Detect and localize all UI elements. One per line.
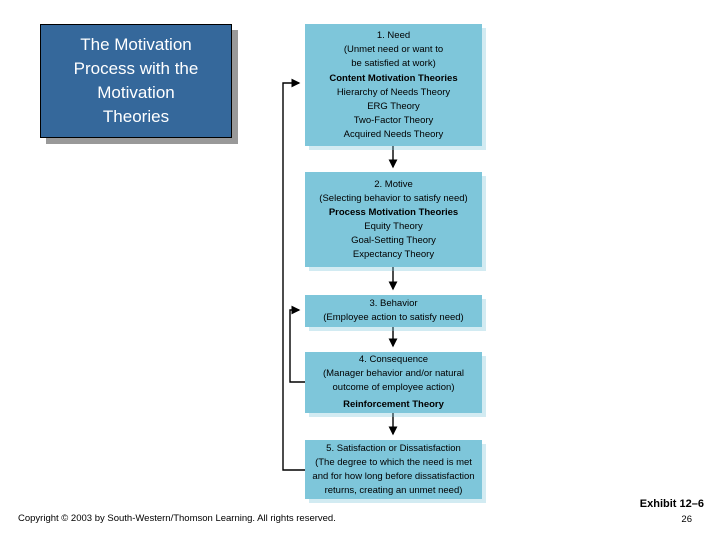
- step-label: 3. Behavior: [369, 298, 418, 309]
- page-number: 26: [681, 514, 692, 525]
- copyright-text: Copyright © 2003 by South-Western/Thomso…: [18, 513, 336, 524]
- flow-box-satisfaction: 5. Satisfaction or Dissatisfaction (The …: [305, 440, 482, 499]
- theory-item: Goal-Setting Theory: [351, 234, 436, 246]
- theory-item: Acquired Needs Theory: [343, 128, 444, 140]
- slide-title-line: Motivation: [97, 83, 175, 102]
- feedback-consequence-to-behavior: [289, 305, 305, 383]
- step-description: (Employee action to satisfy need): [323, 312, 464, 323]
- flow-box-motive: 2. Motive (Selecting behavior to satisfy…: [305, 172, 482, 267]
- slide-title-line: Theories: [102, 107, 170, 126]
- theory-item: Expectancy Theory: [352, 248, 435, 260]
- step-description: (Selecting behavior to satisfy need): [319, 192, 468, 204]
- flow-box-need: 1. Need (Unmet need or want to be satisf…: [305, 24, 482, 146]
- step-label: 5. Satisfaction or Dissatisfaction: [326, 442, 461, 454]
- theory-item: Equity Theory: [364, 220, 423, 232]
- feedback-satisfaction-to-need: [282, 78, 305, 471]
- theory-item: ERG Theory: [367, 100, 420, 112]
- step-description: be satisfied at work): [351, 57, 436, 69]
- step-description: (Manager behavior and/or natural: [322, 368, 464, 379]
- step-label: 2. Motive: [374, 178, 413, 190]
- slide-title-line: The Motivation: [80, 35, 192, 54]
- step-label: 1. Need: [376, 29, 411, 41]
- step-description: outcome of employee action): [332, 382, 455, 393]
- theories-heading: Process Motivation Theories: [328, 206, 459, 218]
- slide-title-box: The Motivation Process with the Motivati…: [40, 24, 232, 138]
- step-description: and for how long before dissatisfaction: [312, 470, 475, 482]
- step-description: returns, creating an unmet need): [324, 484, 463, 496]
- theory-item: Hierarchy of Needs Theory: [336, 86, 451, 98]
- step-label: 4. Consequence: [358, 354, 429, 365]
- theory-item: Two-Factor Theory: [353, 114, 434, 126]
- theories-heading: Content Motivation Theories: [329, 72, 458, 84]
- theories-heading: Reinforcement Theory: [343, 399, 444, 410]
- step-description: (Unmet need or want to: [343, 43, 444, 55]
- step-description: (The degree to which the need is met: [315, 456, 472, 468]
- slide-title-line: Process with the: [73, 59, 199, 78]
- flow-box-consequence: 4. Consequence (Manager behavior and/or …: [305, 352, 482, 413]
- exhibit-label: Exhibit 12–6: [639, 498, 704, 510]
- flow-box-behavior: 3. Behavior (Employee action to satisfy …: [305, 295, 482, 327]
